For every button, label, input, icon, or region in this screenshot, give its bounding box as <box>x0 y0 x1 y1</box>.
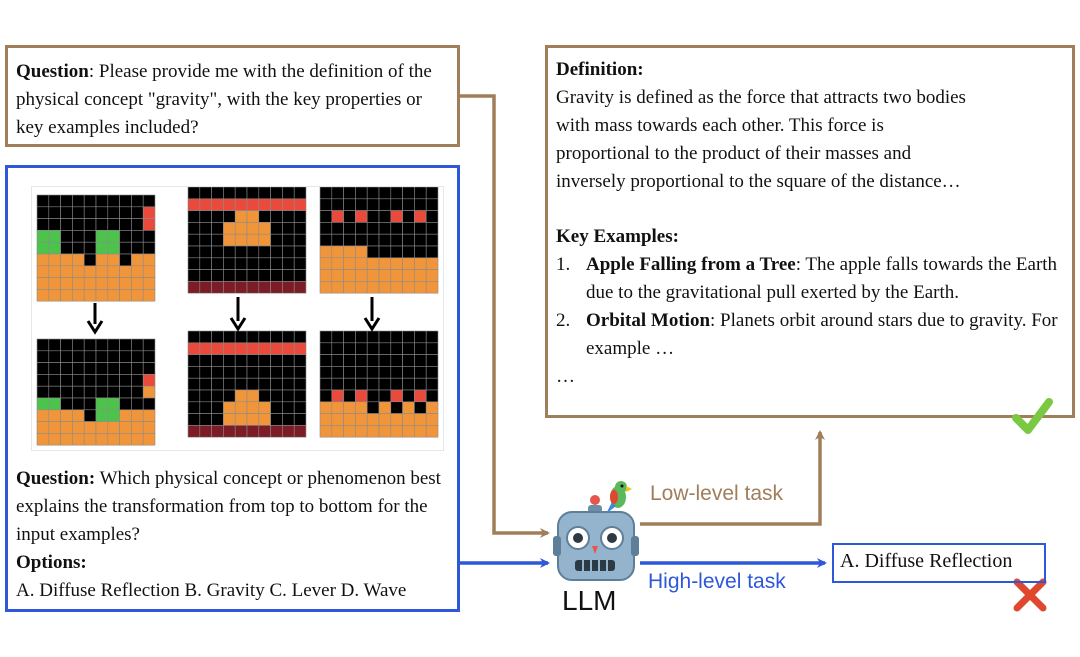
grid-examples-figure <box>31 186 444 451</box>
definition-line: with mass towards each other. This force… <box>556 115 884 136</box>
list-item: 1. Apple Falling from a Tree: The apple … <box>556 251 1064 307</box>
definition-heading: Definition: <box>556 59 644 80</box>
input-examples-panel: Question: Which physical concept or phen… <box>5 165 460 612</box>
key-examples-heading: Key Examples: <box>556 226 679 247</box>
example-number: 2. <box>556 310 571 331</box>
bottom-question-text: Which physical concept or phenomenon bes… <box>16 468 441 545</box>
definition-box: Definition: Gravity is defined as the fo… <box>545 45 1075 418</box>
robot-icon <box>553 495 639 581</box>
options-text: A. Diffuse Reflection B. Gravity C. Leve… <box>16 580 407 601</box>
definition-line: proportional to the product of their mas… <box>556 143 912 164</box>
grid-cell <box>142 433 156 446</box>
top-question-text: : Please provide me with the definition … <box>16 61 432 138</box>
top-question-label: Question <box>16 61 89 82</box>
parrot-icon <box>606 481 632 514</box>
down-arrow-head-icon <box>229 317 247 332</box>
cross-mark-icon <box>1013 578 1047 612</box>
bottom-question-label: Question: <box>16 468 96 489</box>
definition-ellipsis: … <box>556 366 575 387</box>
low-level-task-label: Low-level task <box>650 482 784 505</box>
bottom-question-block: Question: Which physical concept or phen… <box>16 465 456 605</box>
grid-examples-svg <box>36 187 439 446</box>
example-text: : The apple falls towards the Earth due … <box>586 254 1058 303</box>
check-mark-icon <box>1012 398 1053 434</box>
example-number: 1. <box>556 254 571 275</box>
grid-cell <box>425 281 439 294</box>
grid-cell <box>293 281 307 294</box>
definition-line: inversely proportional to the square of … <box>556 171 961 192</box>
list-item: 2. Orbital Motion: Planets orbit around … <box>556 307 1064 363</box>
low-level-arrow <box>640 430 825 526</box>
top-question-box: Question: Please provide me with the def… <box>5 45 460 147</box>
down-arrow-head-icon <box>363 317 381 332</box>
llm-label: LLM <box>562 585 617 616</box>
definition-line: Gravity is defined as the force that att… <box>556 87 966 108</box>
question-to-llm-arrow <box>460 94 550 538</box>
high-level-task-label: High-level task <box>648 570 786 593</box>
options-label: Options: <box>16 552 87 573</box>
down-arrow-head-icon <box>86 320 104 335</box>
grid-cell <box>293 425 307 438</box>
example-title: Orbital Motion <box>586 310 711 331</box>
example-title: Apple Falling from a Tree <box>586 254 796 275</box>
grid-cell <box>142 289 156 302</box>
example-text: : Planets orbit around stars due to grav… <box>586 310 1058 359</box>
key-examples-list: 1. Apple Falling from a Tree: The apple … <box>556 251 1064 363</box>
answer-box: A. Diffuse Reflection <box>832 543 1046 583</box>
grid-cell <box>425 425 439 438</box>
